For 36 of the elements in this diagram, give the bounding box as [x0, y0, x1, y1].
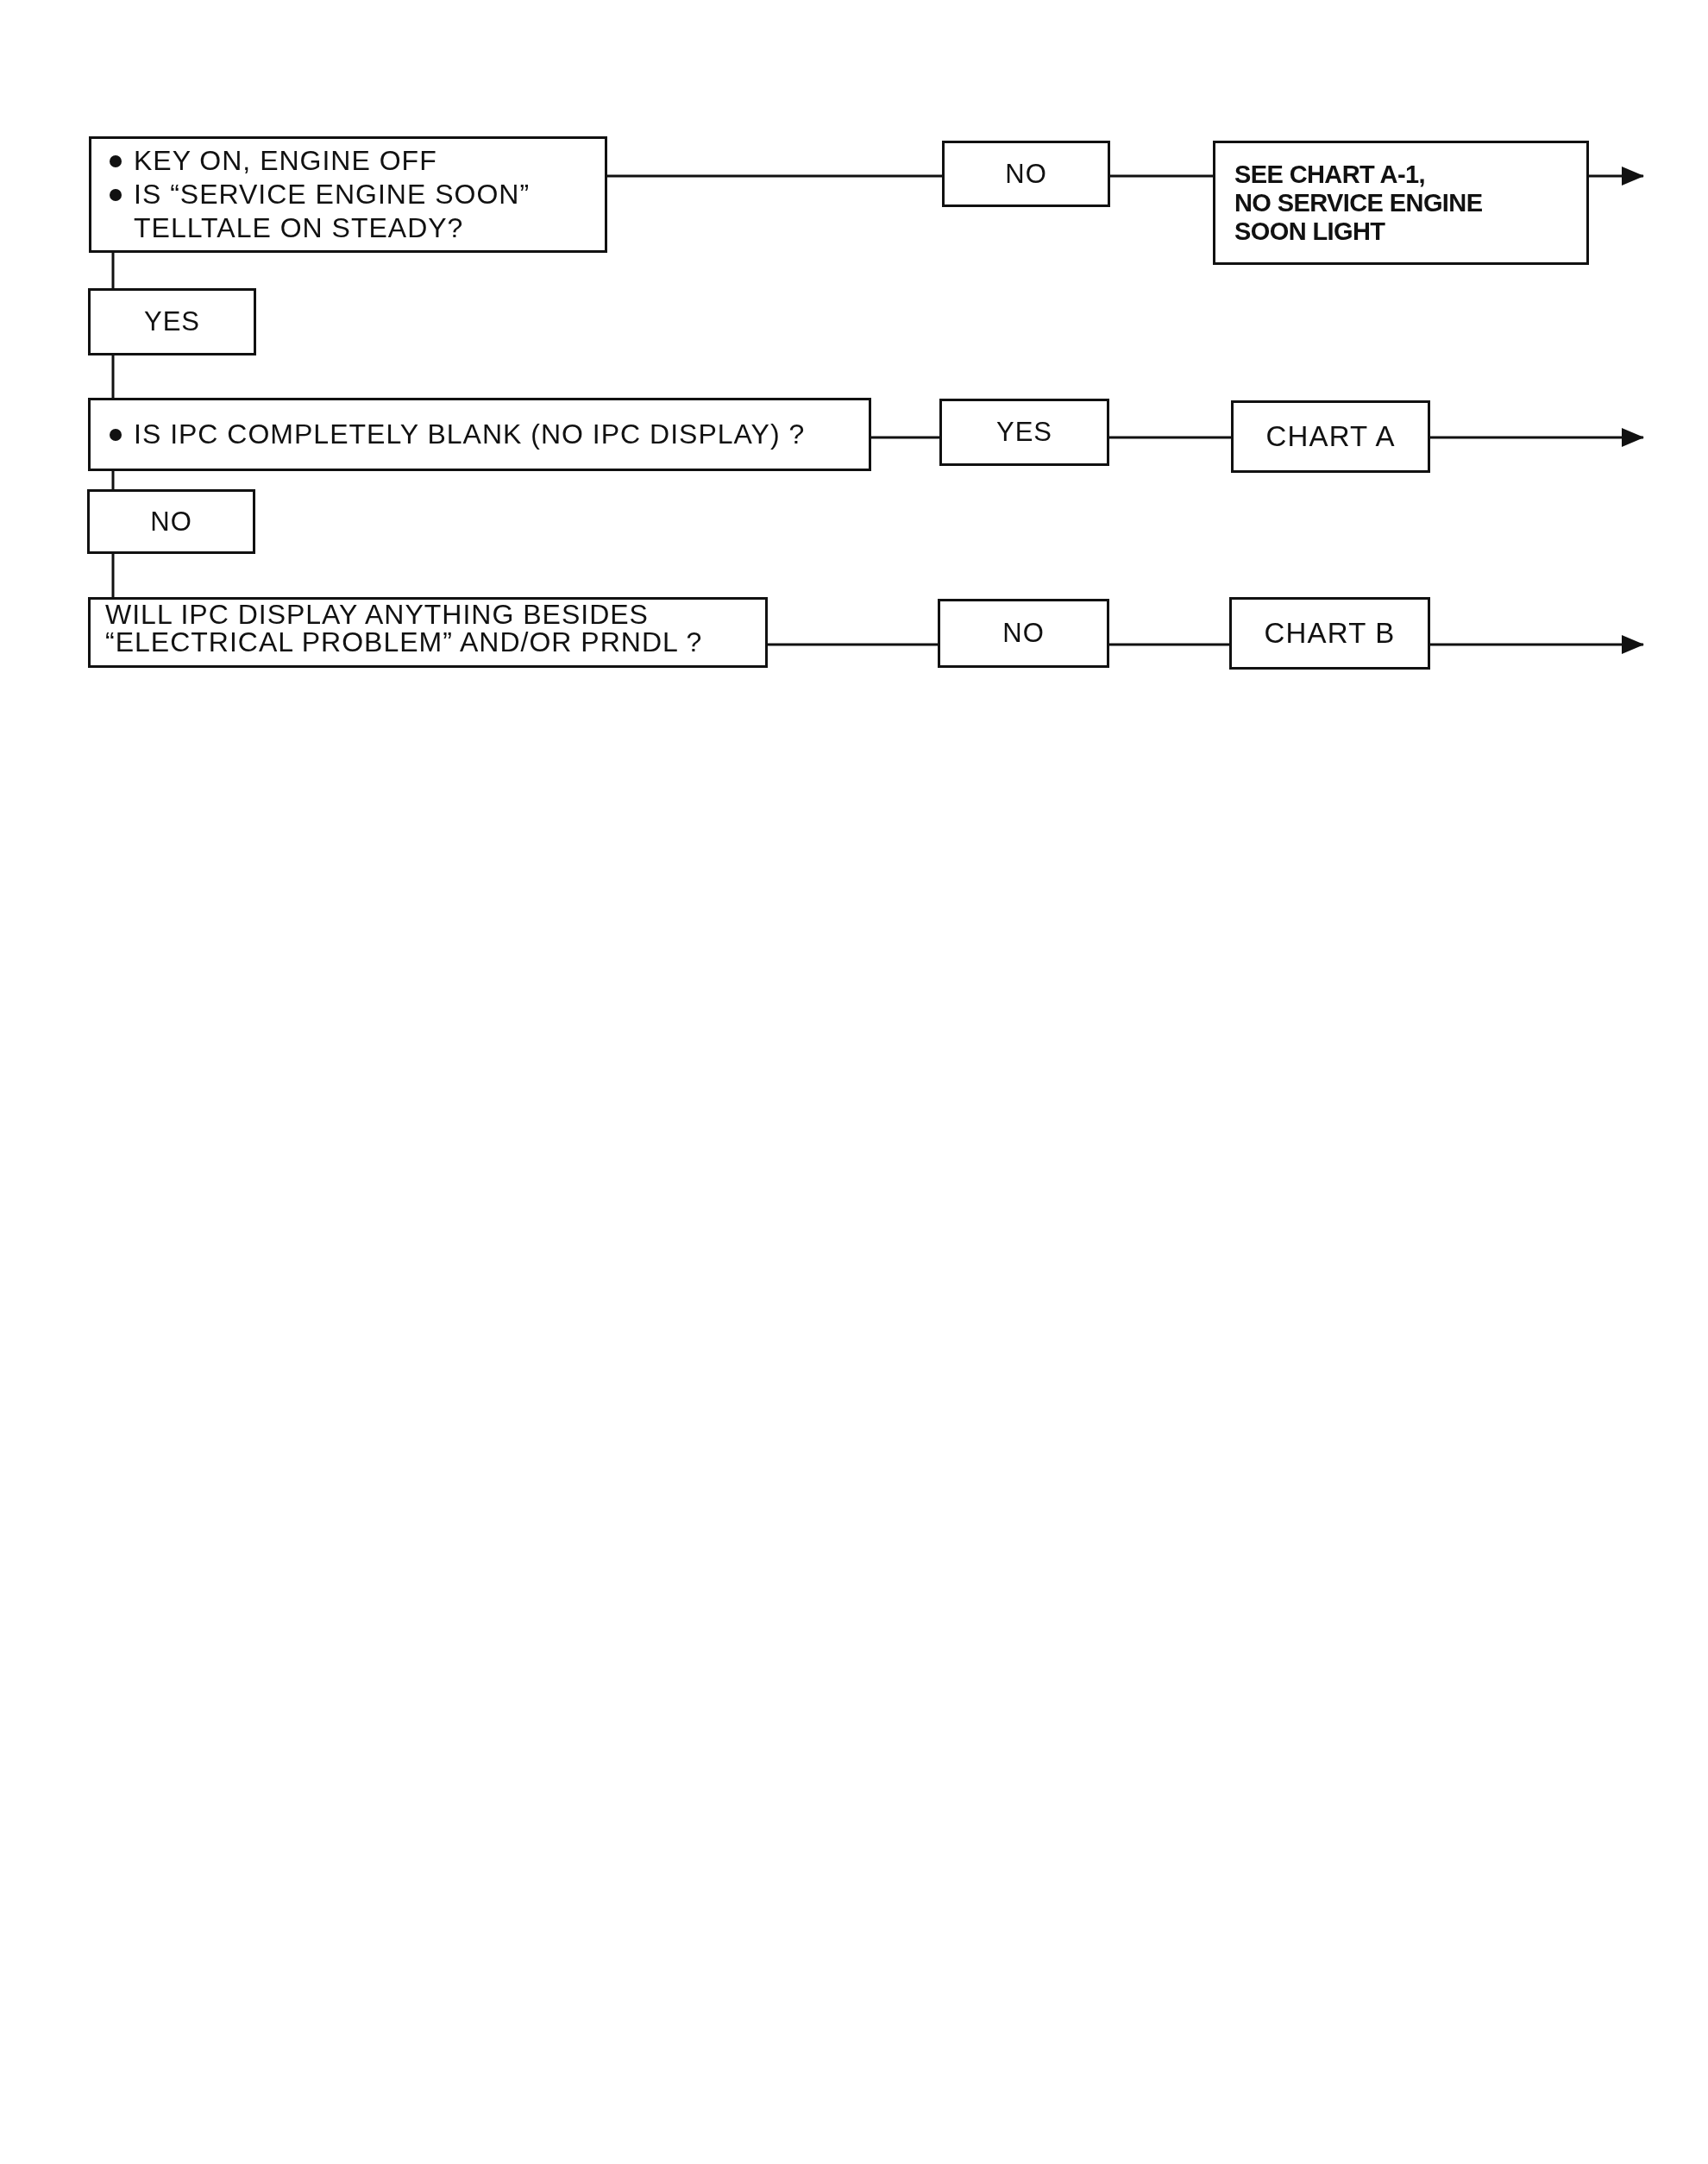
question-text: IS IPC COMPLETELY BLANK (NO IPC DISPLAY) ? [134, 418, 806, 451]
arrow [1430, 428, 1644, 447]
flow-line [1109, 643, 1229, 646]
branch-box [938, 599, 1109, 668]
flow-line [768, 643, 938, 646]
flow-line [111, 554, 115, 597]
flow-line [871, 436, 939, 439]
decision-box [89, 136, 607, 253]
flow-line [111, 253, 115, 288]
question-text: WILL IPC DISPLAY ANYTHING BESIDES “ELECTRICAL PROBLEM” AND/OR PRNDL ? [105, 601, 703, 656]
result-text: SEE CHART A-1, NO SERVICE ENGINE SOON LIGHT [1234, 160, 1483, 246]
chart-reference: CHART A [1265, 420, 1396, 453]
branch-label: NO [1002, 618, 1045, 649]
branch-box [939, 399, 1109, 466]
branch-label: NO [1005, 158, 1047, 190]
decision-box [88, 398, 871, 471]
chart-reference: CHART B [1264, 617, 1396, 650]
flow-line [111, 471, 115, 489]
result-box [1229, 597, 1430, 670]
branch-label: NO [150, 506, 192, 538]
branch-box [942, 141, 1110, 207]
flow-line [111, 355, 115, 398]
result-box [1213, 141, 1589, 265]
question-text: IS “SERVICE ENGINE SOON” TELLTALE ON STEADY? [134, 178, 531, 245]
result-box [1231, 400, 1430, 473]
flow-line [1109, 436, 1231, 439]
branch-label: YES [996, 417, 1052, 448]
branch-box [88, 288, 256, 355]
question-text: KEY ON, ENGINE OFF [134, 144, 437, 178]
arrow [1589, 167, 1644, 186]
arrow [1430, 635, 1644, 654]
flow-line [1110, 174, 1213, 178]
flow-line [607, 174, 942, 178]
branch-box [87, 489, 255, 554]
decision-box [88, 597, 768, 668]
branch-label: YES [144, 306, 200, 337]
